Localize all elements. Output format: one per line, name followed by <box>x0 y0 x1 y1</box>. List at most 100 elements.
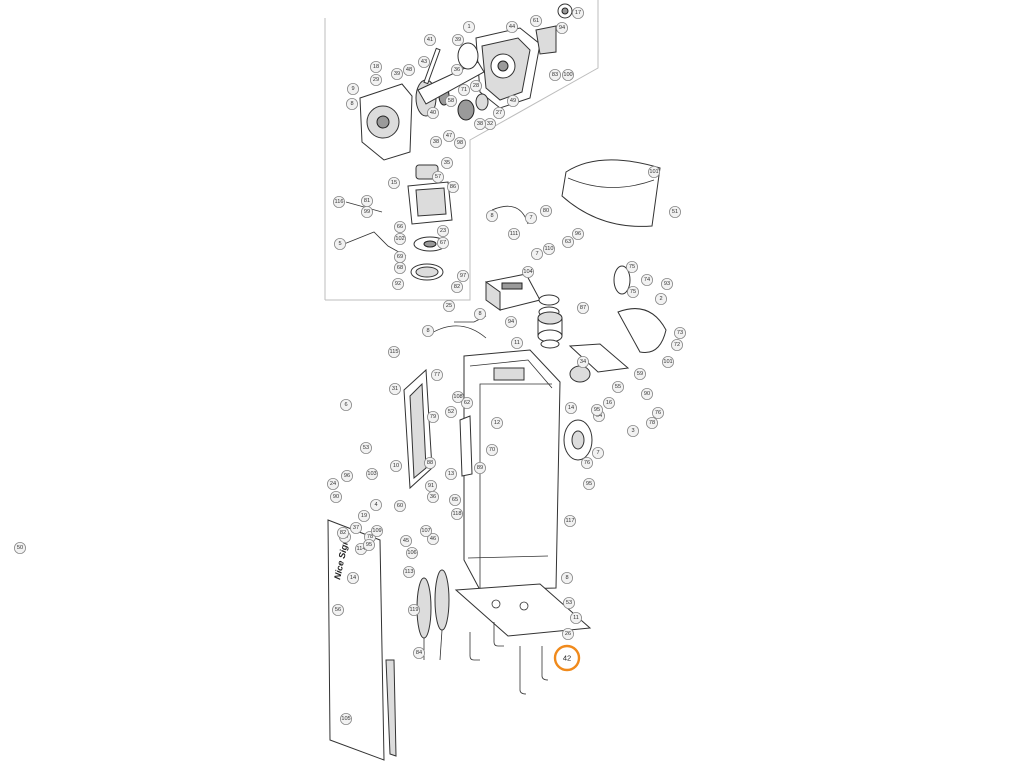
part-callout[interactable]: 11 <box>510 336 523 349</box>
part-callout[interactable]: 13 <box>444 467 457 480</box>
part-callout[interactable]: 59 <box>634 367 647 380</box>
part-callout[interactable]: 25 <box>442 299 455 312</box>
part-callout[interactable]: 6 <box>339 398 352 411</box>
part-callout[interactable]: 70 <box>485 443 498 456</box>
part-callout[interactable]: 100 <box>562 69 575 82</box>
part-callout[interactable]: 19 <box>357 509 370 522</box>
part-callout[interactable]: 11 <box>570 612 583 625</box>
part-callout[interactable]: 116 <box>332 195 345 208</box>
part-callout[interactable]: 18 <box>369 61 382 74</box>
part-callout[interactable]: 95 <box>591 403 604 416</box>
part-callout[interactable]: 69 <box>393 250 406 263</box>
part-callout[interactable]: 102 <box>393 232 406 245</box>
part-callout[interactable]: 5 <box>333 237 346 250</box>
part-callout[interactable]: 12 <box>490 416 503 429</box>
part-callout[interactable]: 65 <box>448 493 461 506</box>
part-callout[interactable]: 62 <box>460 396 473 409</box>
part-callout[interactable]: 63 <box>562 235 575 248</box>
part-callout[interactable]: 56 <box>331 604 344 617</box>
part-callout[interactable]: 50 <box>13 542 26 555</box>
part-callout[interactable]: 60 <box>393 499 406 512</box>
highlighted-callout[interactable]: 42 <box>553 644 581 672</box>
part-callout[interactable]: 97 <box>456 269 469 282</box>
part-callout[interactable]: 78 <box>646 416 659 429</box>
part-callout[interactable]: 2 <box>655 292 668 305</box>
part-callout[interactable]: 7 <box>592 446 605 459</box>
part-callout[interactable]: 46 <box>426 533 439 546</box>
part-callout[interactable]: 53 <box>359 441 372 454</box>
part-callout[interactable]: 8 <box>345 98 358 111</box>
part-callout[interactable]: 98 <box>453 136 466 149</box>
part-callout[interactable]: 47 <box>442 129 455 142</box>
part-callout[interactable]: 41 <box>423 34 436 47</box>
part-callout[interactable]: 76 <box>652 406 665 419</box>
part-callout[interactable]: 117 <box>564 515 577 528</box>
part-callout[interactable]: 115 <box>387 345 400 358</box>
part-callout[interactable]: 23 <box>436 224 449 237</box>
part-callout[interactable]: 38 <box>473 118 486 131</box>
part-callout[interactable]: 119 <box>407 604 420 617</box>
part-callout[interactable]: 91 <box>424 479 437 492</box>
part-callout[interactable]: 81 <box>360 194 373 207</box>
part-callout[interactable]: 58 <box>444 95 457 108</box>
part-callout[interactable]: 96 <box>572 227 585 240</box>
part-callout[interactable]: 101 <box>662 355 675 368</box>
part-callout[interactable]: 53 <box>563 597 576 610</box>
part-callout[interactable]: 28 <box>469 80 482 93</box>
part-callout[interactable]: 38 <box>429 135 442 148</box>
part-callout[interactable]: 17 <box>572 7 585 19</box>
part-callout[interactable]: 79 <box>426 410 439 423</box>
part-callout[interactable]: 36 <box>450 64 463 77</box>
part-callout[interactable]: 86 <box>446 180 459 193</box>
part-callout[interactable]: 8 <box>473 307 486 320</box>
part-callout[interactable]: 3 <box>627 424 640 437</box>
part-callout[interactable]: 89 <box>473 461 486 474</box>
part-callout[interactable]: 105 <box>339 713 352 726</box>
part-callout[interactable]: 82 <box>336 527 349 540</box>
part-callout[interactable]: 82 <box>450 280 463 293</box>
part-callout[interactable]: 87 <box>577 301 590 314</box>
part-callout[interactable]: 39 <box>451 34 464 47</box>
part-callout[interactable]: 92 <box>391 277 404 290</box>
part-callout[interactable]: 109 <box>370 525 383 538</box>
part-callout[interactable]: 118 <box>450 507 463 520</box>
part-callout[interactable]: 96 <box>340 469 353 482</box>
part-callout[interactable]: 14 <box>346 572 359 585</box>
part-callout[interactable]: 55 <box>612 380 625 393</box>
part-callout[interactable]: 90 <box>329 490 342 503</box>
part-callout[interactable]: 7 <box>531 247 544 260</box>
part-callout[interactable]: 72 <box>671 338 684 351</box>
part-callout[interactable]: 68 <box>393 261 406 274</box>
part-callout[interactable]: 7 <box>525 211 538 224</box>
part-callout[interactable]: 43 <box>417 56 430 69</box>
part-callout[interactable]: 71 <box>457 84 470 97</box>
part-callout[interactable]: 35 <box>440 156 453 169</box>
part-callout[interactable]: 57 <box>431 170 444 183</box>
part-callout[interactable]: 110 <box>543 242 556 255</box>
part-callout[interactable]: 34 <box>577 355 590 368</box>
part-callout[interactable]: 73 <box>674 326 687 339</box>
part-callout[interactable]: 36 <box>426 490 439 503</box>
part-callout[interactable]: 39 <box>390 68 403 81</box>
part-callout[interactable]: 9 <box>346 83 359 96</box>
part-callout[interactable]: 40 <box>426 107 439 120</box>
part-callout[interactable]: 103 <box>365 467 378 480</box>
part-callout[interactable]: 61 <box>530 14 543 27</box>
part-callout[interactable]: 90 <box>641 387 654 400</box>
part-callout[interactable]: 8 <box>485 209 498 222</box>
part-callout[interactable]: 37 <box>349 522 362 535</box>
part-callout[interactable]: 44 <box>505 20 518 33</box>
part-callout[interactable]: 31 <box>388 382 401 395</box>
part-callout[interactable]: 94 <box>504 315 517 328</box>
part-callout[interactable]: 24 <box>326 477 339 490</box>
part-callout[interactable]: 101 <box>648 165 661 178</box>
part-callout[interactable]: 67 <box>436 236 449 249</box>
part-callout[interactable]: 1 <box>462 20 475 33</box>
part-callout[interactable]: 95 <box>583 477 596 490</box>
part-callout[interactable]: 113 <box>402 566 415 579</box>
part-callout[interactable]: 111 <box>507 227 520 240</box>
part-callout[interactable]: 4 <box>369 498 382 511</box>
part-callout[interactable]: 10 <box>389 459 402 472</box>
part-callout[interactable]: 26 <box>562 628 575 641</box>
part-callout[interactable]: 83 <box>549 69 562 82</box>
